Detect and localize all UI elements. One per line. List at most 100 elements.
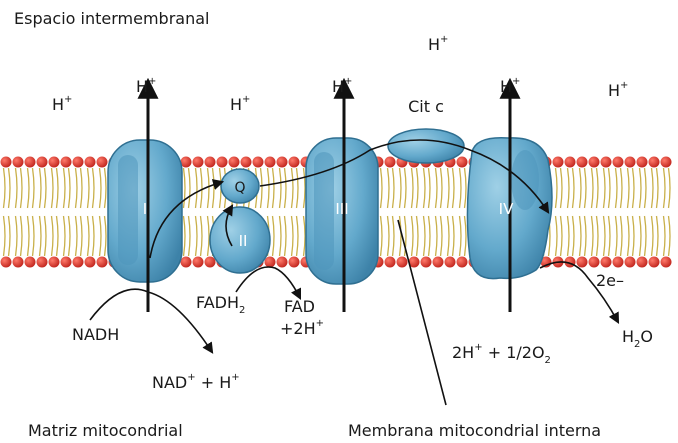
lipid-tail xyxy=(573,168,575,208)
lipid-tail xyxy=(28,168,30,208)
lipid-tail xyxy=(93,168,95,208)
lipid-tail xyxy=(616,216,618,256)
lipid-head xyxy=(37,257,48,268)
lipid-head xyxy=(193,257,204,268)
cytochrome-c xyxy=(388,129,464,163)
lipid-tail xyxy=(609,168,611,208)
lipid-tail xyxy=(189,168,191,208)
lipid-head xyxy=(457,257,468,268)
lipid-tail xyxy=(429,168,431,208)
lipid-tail xyxy=(640,168,642,208)
lipid-tail xyxy=(189,216,191,256)
lipid-tail xyxy=(381,168,383,208)
lipid-head xyxy=(289,157,300,168)
lipid-head xyxy=(661,257,672,268)
lipid-tail xyxy=(417,216,419,256)
lipid-head xyxy=(421,257,432,268)
lipid-tail xyxy=(609,216,611,256)
lipid-tail xyxy=(429,216,431,256)
lipid-tail xyxy=(580,168,582,208)
lipid-tail xyxy=(640,216,642,256)
lipid-head xyxy=(433,257,444,268)
lipid-head xyxy=(385,257,396,268)
fad-protons-label: +2H+ xyxy=(280,318,324,338)
lipid-tail xyxy=(21,168,23,208)
lipid-head xyxy=(265,257,276,268)
proton-label: H+ xyxy=(500,76,520,96)
lipid-tail xyxy=(448,168,450,208)
lipid-head xyxy=(25,157,36,168)
oxygen-reaction-label: 2H+ + 1/2O2 xyxy=(452,342,551,366)
lipid-tail xyxy=(604,216,606,256)
lipid-head xyxy=(97,257,108,268)
lipid-tail xyxy=(45,216,47,256)
lipid-tail xyxy=(664,216,666,256)
lipid-head xyxy=(397,257,408,268)
lipid-tail xyxy=(556,216,558,256)
proton-label: H+ xyxy=(608,80,628,100)
lipid-tail xyxy=(33,216,35,256)
q-label: Q xyxy=(234,180,245,196)
lipid-tail xyxy=(585,168,587,208)
lipid-tail xyxy=(436,168,438,208)
lipid-tail xyxy=(453,168,455,208)
lipid-head xyxy=(553,157,564,168)
lipid-tail xyxy=(105,216,107,256)
lipid-tail xyxy=(64,168,66,208)
lipid-tail xyxy=(261,168,263,208)
lipid-tail xyxy=(285,168,287,208)
lipid-tail xyxy=(105,168,107,208)
lipid-tail xyxy=(88,168,90,208)
lipid-tail xyxy=(88,216,90,256)
lipid-head xyxy=(241,157,252,168)
lipid-tail xyxy=(580,216,582,256)
lipid-tail xyxy=(64,216,66,256)
lipid-head xyxy=(601,257,612,268)
lipid-tail xyxy=(604,168,606,208)
inner-membrane-label: Membrana mitocondrial interna xyxy=(348,421,601,440)
lipid-head xyxy=(85,157,96,168)
lipid-tail xyxy=(597,168,599,208)
lipid-tail xyxy=(465,216,467,256)
lipid-tail xyxy=(201,168,203,208)
lipid-head xyxy=(577,257,588,268)
lipid-tail xyxy=(57,216,59,256)
lipid-head xyxy=(565,157,576,168)
lipid-head xyxy=(637,257,648,268)
fad-label: FAD xyxy=(284,297,315,316)
lipid-tail xyxy=(657,168,659,208)
lipid-head xyxy=(49,257,60,268)
lipid-head xyxy=(181,257,192,268)
lipid-head xyxy=(613,257,624,268)
complex-iv-label: IV xyxy=(499,200,514,218)
lipid-tail xyxy=(568,216,570,256)
lipid-tail xyxy=(93,216,95,256)
lipid-tail xyxy=(405,168,407,208)
lipid-tail xyxy=(280,216,282,256)
lipid-head xyxy=(217,157,228,168)
lipid-head xyxy=(649,157,660,168)
lipid-tail xyxy=(597,216,599,256)
lipid-tail xyxy=(33,168,35,208)
lipid-tail xyxy=(40,168,42,208)
nad-plus-label: NAD+ + H+ xyxy=(152,372,240,392)
lipid-tail xyxy=(381,216,383,256)
lipid-head xyxy=(25,257,36,268)
lipid-tail xyxy=(28,216,30,256)
lipid-tail xyxy=(585,216,587,256)
lipid-tail xyxy=(417,168,419,208)
lipid-tail xyxy=(441,216,443,256)
lipid-tail xyxy=(388,216,390,256)
water-label: H2O xyxy=(622,327,653,350)
lipid-tail xyxy=(81,168,83,208)
lipid-tail xyxy=(465,168,467,208)
lipid-tail xyxy=(592,168,594,208)
electrons-label: 2e– xyxy=(596,271,624,290)
lipid-tail xyxy=(412,216,414,256)
lipid-head xyxy=(193,157,204,168)
lipid-head xyxy=(61,157,72,168)
lipid-tail xyxy=(621,216,623,256)
lipid-tail xyxy=(573,216,575,256)
lipid-tail xyxy=(388,168,390,208)
